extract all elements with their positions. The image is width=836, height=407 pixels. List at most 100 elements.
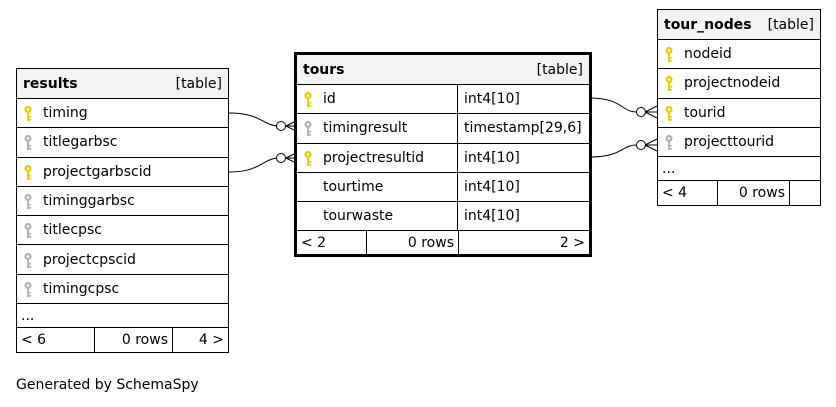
column-name: titlegarbsc [43,134,118,151]
primary-key-icon [664,105,678,121]
primary-key-icon [23,105,37,122]
edge-optional-marker [636,107,646,117]
column-type: int4[10] [457,143,589,172]
column-name-cell: projectnodeid [658,69,820,97]
tours-table-footer: < 2 0 rows 2 > [297,231,589,256]
parents-count[interactable]: < 4 [658,181,718,206]
row-count: 0 rows [367,231,459,256]
column-row[interactable]: tourtime int4[10] [297,172,589,203]
column-name: projectresultid [323,149,424,166]
table-type: [table] [536,61,583,78]
primary-key-icon [303,150,317,166]
column-row[interactable]: projectnodeid [658,69,820,99]
column-name: timinggarbsc [43,193,135,210]
column-name: timing [43,105,88,122]
column-name-cell: nodeid [658,40,820,68]
edge-crowfoot-marker [644,138,658,152]
column-name-cell: tourwaste [297,202,457,230]
more-columns-ellipsis: ... [658,157,820,182]
primary-key-icon [664,75,678,92]
column-type: timestamp[29,6] [457,114,589,143]
parents-count[interactable]: < 2 [297,231,367,256]
column-name: timingresult [323,120,408,137]
tour-nodes-table[interactable]: tour_nodes [table] nodeid projectnodeid to… [657,9,821,206]
column-row[interactable]: id int4[10] [297,85,589,115]
column-type: int4[10] [457,172,589,202]
column-row[interactable]: nodeid [658,40,820,70]
results-table[interactable]: results [table] timing titlegarbsc project… [16,68,229,353]
foreign-key-icon [23,222,37,239]
column-name-cell: titlegarbsc [17,128,228,156]
column-name-cell: timinggarbsc [17,187,228,215]
edge-optional-marker [276,153,286,163]
tours-table[interactable]: tours [table] id int4[10] timingresult time… [294,52,592,257]
edge-optional-marker [636,140,646,150]
tour-nodes-table-header: tour_nodes [table] [658,10,820,40]
column-name: nodeid [684,46,732,63]
edge-projectgarbscid-projectresultid [228,157,281,173]
column-name-cell: projectresultid [297,144,457,172]
column-name: tourwaste [323,208,394,225]
table-name: tour_nodes [664,16,752,33]
children-count[interactable]: 4 > [198,332,224,349]
column-row[interactable]: titlegarbsc [17,128,228,158]
foreign-key-icon [23,134,37,151]
primary-key-icon [23,164,37,180]
column-row[interactable]: timinggarbsc [17,187,228,217]
column-row[interactable]: timingcpsc [17,275,228,305]
primary-key-icon [664,46,678,63]
column-type: int4[10] [457,202,589,231]
edge-id-tourid [589,97,637,113]
foreign-key-icon [23,193,37,210]
generated-by-label: Generated by SchemaSpy [16,377,199,393]
column-name: tourtime [323,179,384,196]
column-row[interactable]: timing [17,99,228,129]
column-name-cell: timingresult [297,114,457,142]
foreign-key-icon [23,252,37,268]
column-name-cell: titlecpsc [17,216,228,244]
column-row[interactable]: tourid [658,99,820,128]
column-name-cell: timing [17,99,228,127]
column-name-cell: tourtime [297,173,457,201]
table-name: results [23,75,78,92]
foreign-key-icon [303,120,317,137]
foreign-key-icon [23,281,37,297]
parents-count[interactable]: < 6 [17,328,95,353]
edge-optional-marker [276,121,286,131]
primary-key-icon [303,91,317,108]
column-name-cell: id [297,85,457,113]
row-count: 0 rows [95,328,173,353]
column-type: int4[10] [457,85,589,114]
column-row[interactable]: timingresult timestamp[29,6] [297,114,589,144]
column-row[interactable]: projectresultid int4[10] [297,143,589,173]
children-count[interactable] [790,181,820,205]
column-name-cell: projectcpscid [17,245,228,273]
column-row[interactable]: projecttourid [658,128,820,158]
column-name-cell: timingcpsc [17,275,228,303]
column-row[interactable]: titlecpsc [17,216,228,246]
column-name-cell: tourid [658,99,820,127]
tours-table-header: tours [table] [297,55,589,85]
column-name: tourid [684,104,726,121]
edge-crowfoot-marker [644,105,658,119]
column-row[interactable]: tourwaste int4[10] [297,202,589,232]
column-name: projecttourid [684,134,775,151]
column-name: timingcpsc [43,280,120,297]
table-type: [table] [767,16,814,33]
results-table-header: results [table] [17,69,228,99]
results-table-footer: < 6 0 rows 4 > [17,328,228,353]
edge-projectresultid-projecttourid [589,144,637,158]
tour-nodes-table-footer: < 4 0 rows [658,181,820,206]
column-name: projectcpscid [43,251,136,268]
column-row[interactable]: projectgarbscid [17,158,228,187]
column-name: projectnodeid [684,75,781,92]
more-columns-ellipsis: ... [17,304,228,329]
table-name: tours [303,61,345,78]
column-name-cell: projecttourid [658,128,820,156]
column-name: titlecpsc [43,222,102,239]
foreign-key-icon [664,134,678,151]
children-count[interactable]: 2 > [559,235,585,252]
column-row[interactable]: projectcpscid [17,245,228,275]
column-name: id [323,91,336,108]
column-name: projectgarbscid [43,163,152,180]
